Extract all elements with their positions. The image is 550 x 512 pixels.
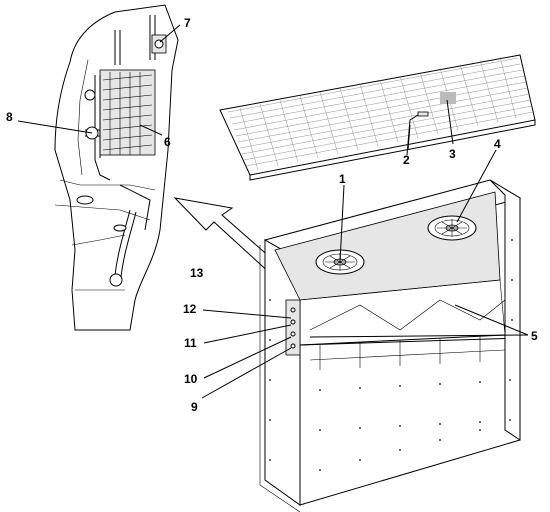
callout-5: 5: [531, 329, 538, 343]
inset-detail-view: [54, 4, 179, 331]
evaporator-coil: [99, 69, 156, 156]
callout-6: 6: [164, 135, 171, 149]
blower-fan-right: [427, 215, 477, 241]
callout-8: 8: [6, 110, 13, 124]
air-grille-panel: [219, 54, 536, 181]
expansion-valve: [151, 34, 167, 54]
callout-7: 7: [184, 16, 191, 30]
callout-3: 3: [449, 147, 456, 161]
leader-lines: [17, 24, 529, 399]
callout-9: 9: [191, 400, 198, 414]
callout-12: 12: [183, 302, 197, 316]
callout-10: 10: [184, 372, 198, 386]
callout-4: 4: [494, 137, 501, 151]
callout-11: 11: [184, 336, 197, 350]
callout-13: 13: [190, 266, 204, 280]
callout-1: 1: [339, 172, 346, 186]
control-terminal-strip: [285, 299, 301, 356]
callout-2: 2: [403, 153, 410, 167]
